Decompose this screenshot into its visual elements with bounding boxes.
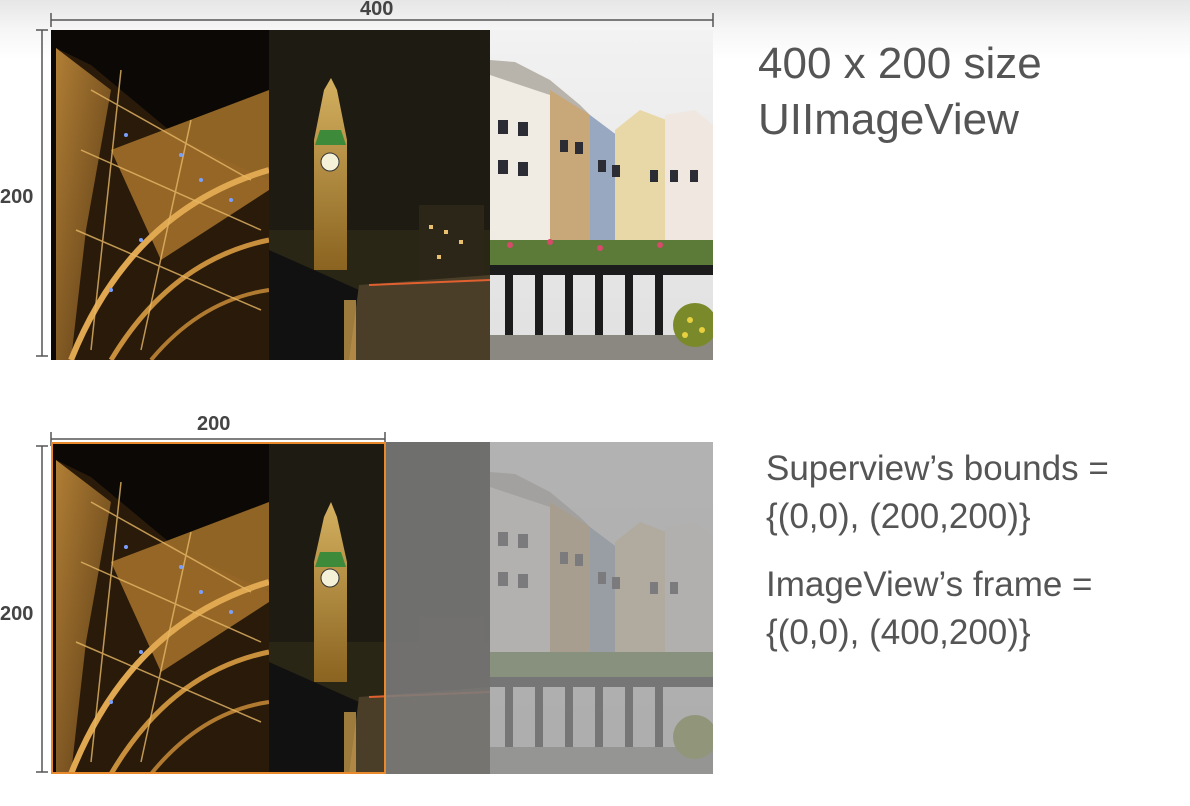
top-caption-line1: 400 x 200 size [758, 39, 1042, 88]
bottom-height-label: 200 [0, 603, 34, 625]
superview-bounds-border [51, 442, 386, 774]
eiffel-tower-photo [51, 30, 270, 360]
bounds-caption-line1: Superview’s bounds = [766, 449, 1109, 488]
bottom-width-label: 200 [197, 413, 231, 435]
bottom-image-view [51, 442, 713, 774]
frame-caption-line1: ImageView’s frame = [766, 565, 1093, 604]
colmar-houses-photo [490, 30, 713, 360]
top-height-label: 200 [0, 186, 34, 208]
top-caption-line2: UIImageView [758, 95, 1019, 144]
eiffel-tower-photo [51, 442, 270, 774]
frame-caption-line2: {(0,0), (400,200)} [766, 613, 1031, 652]
big-ben-photo [269, 30, 491, 360]
top-width-label: 400 [360, 0, 394, 20]
bounds-caption-line2: {(0,0), (200,200)} [766, 497, 1031, 536]
top-image-view [51, 30, 713, 360]
